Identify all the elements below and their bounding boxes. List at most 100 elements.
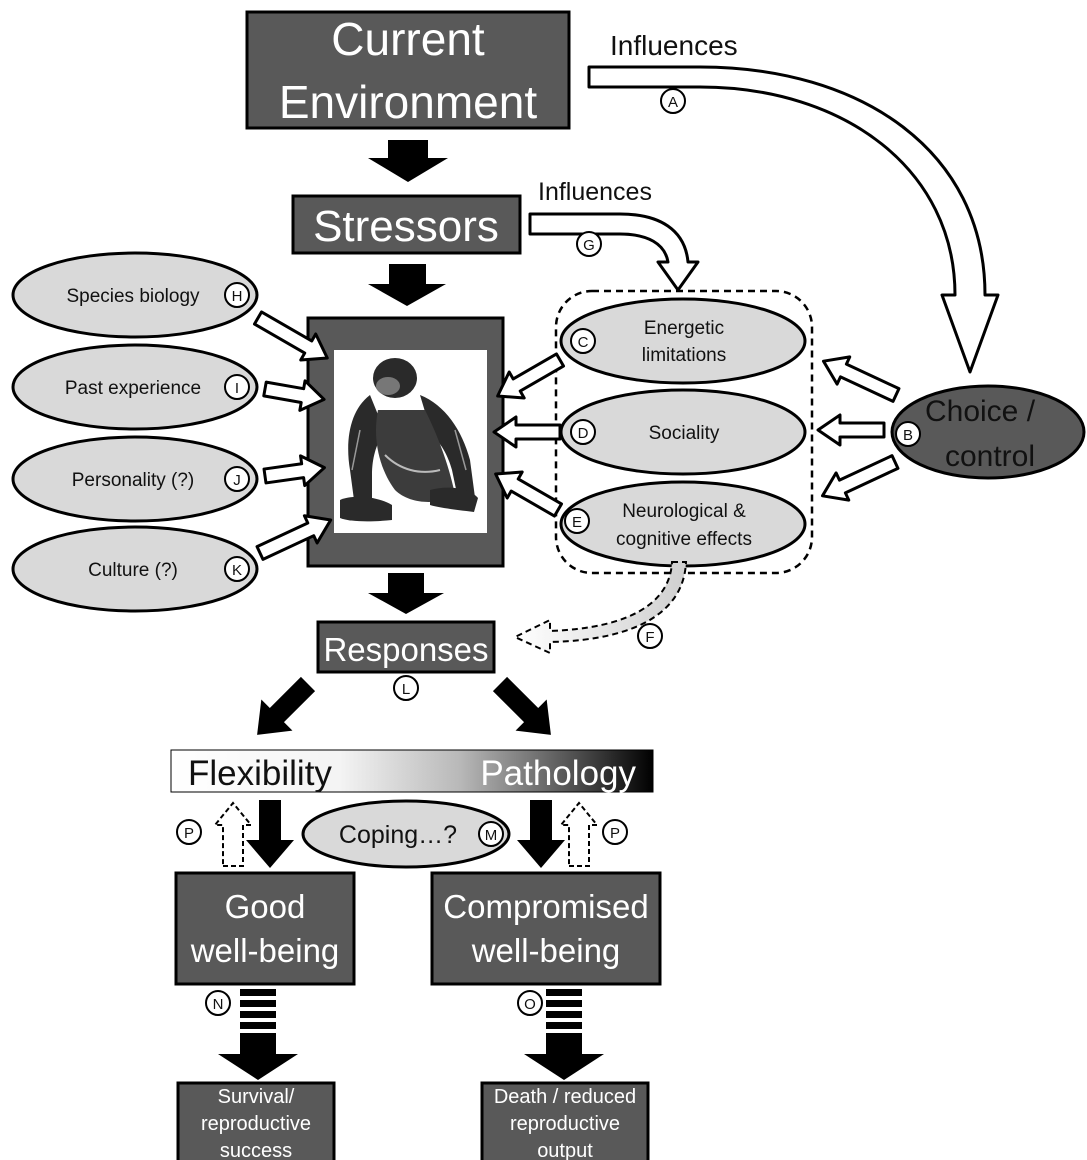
influences-arrow-a [587, 65, 1000, 374]
badge-m: M [485, 827, 498, 844]
badge-n: N [213, 996, 224, 1013]
stressors-label: Stressors [313, 202, 499, 251]
arrow-responses-to-pathology [492, 676, 551, 735]
influences-label-mid: Influences [538, 178, 652, 206]
arrow-energetic-to-animal [496, 352, 565, 400]
oval-species-biology [11, 251, 259, 339]
stressors-box [291, 194, 522, 255]
badge-h-circle [224, 282, 250, 308]
oval-neurological-cognitive [559, 480, 807, 568]
arrow-f-feedback [512, 561, 688, 655]
good-wellbeing-box [174, 871, 356, 986]
badge-d: D [578, 425, 589, 442]
current-environment-line1: Current [331, 13, 485, 65]
badge-b-circle [895, 421, 921, 447]
spectrum-right-label: Pathology [480, 754, 636, 793]
badge-h: H [232, 288, 243, 305]
badge-l-circle [393, 675, 419, 701]
arrow-stressors-to-animal [368, 264, 446, 306]
responses-box [316, 620, 496, 674]
death-line1: Death / reduced [494, 1086, 636, 1108]
badge-i-circle [224, 374, 250, 400]
badge-f-circle [637, 623, 663, 649]
choice-line2: control [945, 440, 1035, 473]
survival-line1: Survival/ [218, 1086, 295, 1108]
arrow-sociality-to-animal [492, 415, 562, 449]
survival-box [176, 1081, 336, 1160]
badge-e: E [572, 514, 582, 531]
badge-n-circle [205, 990, 231, 1016]
badge-e-circle [564, 508, 590, 534]
energetic-line2: limitations [642, 345, 726, 366]
badge-g: G [583, 237, 595, 254]
arrow-past-to-animal [262, 379, 326, 412]
influences-arrow-g [528, 212, 700, 292]
badge-p-right: P [610, 825, 620, 842]
arrow-personality-to-animal [262, 454, 326, 488]
badge-j: J [233, 472, 241, 489]
arrow-species-to-animal [253, 310, 329, 362]
species-biology-label: Species biology [66, 286, 200, 307]
badge-o-circle [517, 990, 543, 1016]
arrow-flexibility-to-good [246, 800, 294, 868]
survival-line2: reproductive [201, 1113, 311, 1135]
energetic-line1: Energetic [644, 318, 724, 339]
oval-choice-control [890, 384, 1086, 480]
arrow-env-to-stressors [368, 140, 448, 182]
good-line1: Good [225, 888, 306, 925]
arrow-choice-to-sociality [816, 413, 886, 447]
oval-personality [11, 435, 259, 523]
arrow-neuro-to-animal [494, 470, 563, 518]
badge-c: C [578, 334, 589, 351]
coping-label: Coping…? [339, 821, 457, 849]
badge-j-circle [224, 466, 250, 492]
badge-p-left-circle [176, 819, 202, 845]
badge-d-circle [570, 419, 596, 445]
personality-label: Personality (?) [72, 470, 195, 491]
badge-k-circle [224, 556, 250, 582]
right-effect-arrows [492, 352, 565, 518]
past-experience-label: Past experience [65, 378, 201, 399]
arrow-choice-to-neuro [820, 454, 900, 502]
arrow-n-striped [218, 989, 298, 1080]
badge-m-circle [478, 821, 504, 847]
death-box [480, 1081, 650, 1160]
arrow-p-right-feedback [558, 801, 600, 867]
choice-arrows [816, 355, 901, 502]
neuro-line1: Neurological & [622, 501, 746, 522]
arrow-responses-to-flexibility [257, 676, 316, 735]
compromised-line1: Compromised [443, 888, 648, 925]
culture-label: Culture (?) [88, 560, 178, 581]
neuro-line2: cognitive effects [616, 529, 752, 550]
arrow-choice-to-energetic [821, 355, 901, 403]
badge-b: B [903, 427, 913, 444]
influences-label-top: Influences [610, 30, 738, 61]
arrow-culture-to-animal [255, 514, 333, 561]
current-environment-line2: Environment [279, 76, 537, 128]
arrow-animal-to-responses [368, 573, 444, 614]
badge-i: I [235, 380, 239, 397]
arrow-pathology-to-compromised [517, 800, 565, 868]
left-influence-arrows [253, 310, 333, 561]
responses-label: Responses [323, 631, 488, 668]
good-line2: well-being [190, 932, 340, 969]
flexibility-pathology-spectrum [170, 749, 654, 793]
choice-line1: Choice / [925, 395, 1036, 428]
oval-energetic-limitations [559, 297, 807, 385]
oval-coping [301, 799, 511, 869]
survival-line3: success [220, 1140, 292, 1160]
current-environment-box [245, 10, 571, 130]
compromised-wellbeing-box [430, 871, 662, 986]
badge-a-circle [660, 88, 686, 114]
badge-o: O [524, 996, 536, 1013]
spectrum-left-label: Flexibility [188, 754, 332, 793]
badge-p-right-circle [602, 819, 628, 845]
badge-k: K [232, 562, 242, 579]
badge-g-circle [576, 231, 602, 257]
death-line3: output [537, 1140, 593, 1160]
arrow-p-left-feedback [212, 801, 254, 867]
oval-past-experience [11, 343, 259, 431]
oval-culture [11, 525, 259, 613]
sociality-label: Sociality [649, 423, 720, 444]
